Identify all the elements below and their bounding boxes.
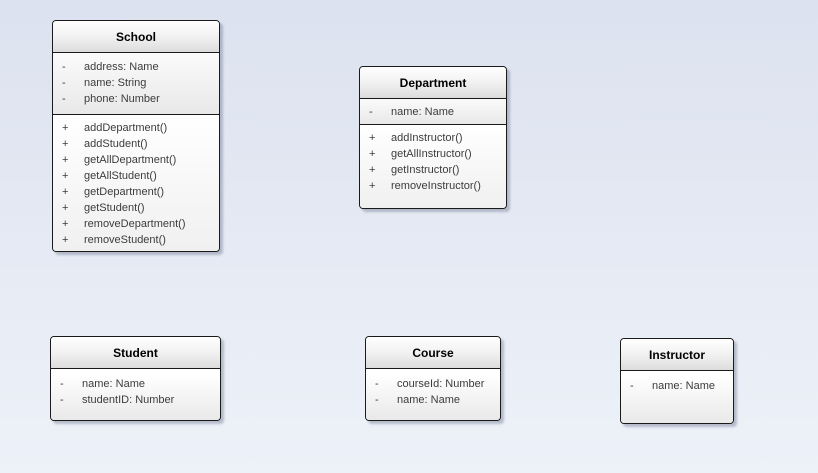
operation-text: addDepartment() <box>84 122 168 134</box>
attribute-text: name: Name <box>652 380 715 392</box>
attribute-row: - name: Name <box>372 392 496 408</box>
visibility-private-sign: - <box>62 93 66 105</box>
operation-text: getAllInstructor() <box>391 148 472 160</box>
visibility-public-sign: + <box>62 138 69 150</box>
operation-text: getAllStudent() <box>84 170 157 182</box>
visibility-public-sign: + <box>62 234 69 246</box>
operation-text: addInstructor() <box>391 132 463 144</box>
class-title-student: Student <box>51 337 220 369</box>
class-title-school: School <box>53 21 219 53</box>
attribute-row: - name: Name <box>366 104 502 120</box>
operation-row: + getInstructor() <box>366 162 502 178</box>
visibility-public-sign: + <box>369 148 376 160</box>
operation-row: + getStudent() <box>59 200 215 216</box>
attribute-text: courseId: Number <box>397 378 485 390</box>
operation-row: + removeDepartment() <box>59 216 215 232</box>
operations-compartment-department: + addInstructor() + getAllInstructor() +… <box>360 124 506 208</box>
attribute-row: - name: Name <box>57 376 216 392</box>
attribute-text: name: Name <box>82 378 145 390</box>
visibility-private-sign: - <box>369 106 373 118</box>
operation-text: removeInstructor() <box>391 180 481 192</box>
visibility-public-sign: + <box>62 218 69 230</box>
operation-row: + addDepartment() <box>59 120 215 136</box>
visibility-private-sign: - <box>375 378 379 390</box>
visibility-public-sign: + <box>62 154 69 166</box>
class-box-school[interactable]: School - address: Name - name: String - … <box>52 20 220 252</box>
class-title-department: Department <box>360 67 506 99</box>
operation-text: getAllDepartment() <box>84 154 177 166</box>
attribute-text: studentID: Number <box>82 394 175 406</box>
class-title-course: Course <box>366 337 500 369</box>
class-title-instructor: Instructor <box>621 339 733 371</box>
visibility-public-sign: + <box>62 186 69 198</box>
class-box-department[interactable]: Department - name: Name + addInstructor(… <box>359 66 507 209</box>
attribute-text: address: Name <box>84 61 159 73</box>
attribute-row: - name: String <box>59 75 215 91</box>
visibility-private-sign: - <box>630 380 634 392</box>
attribute-row: - name: Name <box>627 378 729 394</box>
visibility-public-sign: + <box>369 164 376 176</box>
attribute-row: - address: Name <box>59 59 215 75</box>
operations-compartment-school: + addDepartment() + addStudent() + getAl… <box>53 114 219 251</box>
operation-row: + removeStudent() <box>59 232 215 248</box>
attribute-text: name: Name <box>397 394 460 406</box>
visibility-private-sign: - <box>60 394 64 406</box>
class-box-instructor[interactable]: Instructor - name: Name <box>620 338 734 424</box>
attribute-row: - studentID: Number <box>57 392 216 408</box>
attribute-text: name: Name <box>391 106 454 118</box>
operation-text: addStudent() <box>84 138 148 150</box>
attribute-text: phone: Number <box>84 93 160 105</box>
visibility-public-sign: + <box>369 180 376 192</box>
operation-row: + getDepartment() <box>59 184 215 200</box>
attribute-row: - courseId: Number <box>372 376 496 392</box>
attribute-row: - phone: Number <box>59 91 215 107</box>
visibility-private-sign: - <box>375 394 379 406</box>
operation-text: getInstructor() <box>391 164 460 176</box>
visibility-private-sign: - <box>62 61 66 73</box>
operation-text: removeStudent() <box>84 234 166 246</box>
visibility-private-sign: - <box>60 378 64 390</box>
attributes-compartment-department: - name: Name <box>360 99 506 124</box>
visibility-public-sign: + <box>369 132 376 144</box>
operation-row: + removeInstructor() <box>366 178 502 194</box>
operation-text: getDepartment() <box>84 186 165 198</box>
visibility-private-sign: - <box>62 77 66 89</box>
operation-row: + addInstructor() <box>366 130 502 146</box>
attributes-compartment-course: - courseId: Number - name: Name <box>366 369 500 420</box>
visibility-public-sign: + <box>62 122 69 134</box>
attributes-compartment-student: - name: Name - studentID: Number <box>51 369 220 420</box>
class-box-student[interactable]: Student - name: Name - studentID: Number <box>50 336 221 421</box>
attributes-compartment-school: - address: Name - name: String - phone: … <box>53 53 219 114</box>
operation-text: removeDepartment() <box>84 218 186 230</box>
operation-row: + getAllDepartment() <box>59 152 215 168</box>
attributes-compartment-instructor: - name: Name <box>621 371 733 423</box>
operation-text: getStudent() <box>84 202 145 214</box>
operation-row: + addStudent() <box>59 136 215 152</box>
class-box-course[interactable]: Course - courseId: Number - name: Name <box>365 336 501 421</box>
operation-row: + getAllStudent() <box>59 168 215 184</box>
visibility-public-sign: + <box>62 202 69 214</box>
operation-row: + getAllInstructor() <box>366 146 502 162</box>
visibility-public-sign: + <box>62 170 69 182</box>
attribute-text: name: String <box>84 77 147 89</box>
